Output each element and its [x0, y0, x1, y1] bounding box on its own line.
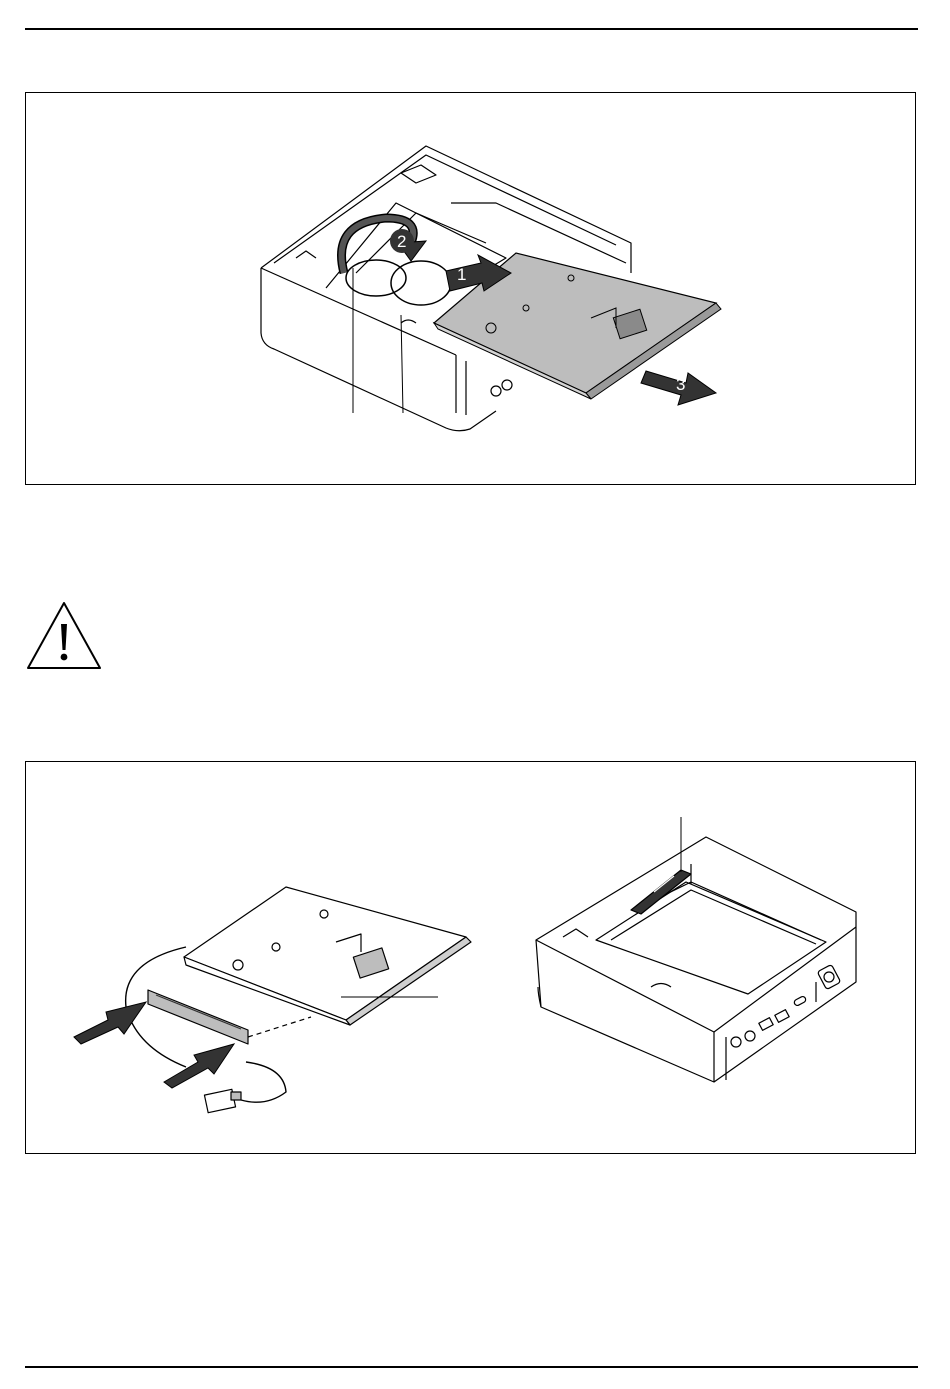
step-1-label: 1: [457, 265, 466, 284]
lever-rotation-arrow: 2: [342, 218, 451, 305]
warning-triangle-icon: [25, 600, 103, 672]
remove-bezel-arrow: [74, 1002, 146, 1044]
figure-remove-drive: 2 1 3: [25, 92, 916, 485]
chassis-empty-bay: [536, 837, 856, 1082]
footer-rule: [25, 1366, 918, 1368]
drive-removal-illustration: 2 1 3: [26, 93, 917, 486]
step-3-label: 3: [676, 375, 685, 394]
pull-arrow-3: 3: [641, 371, 716, 405]
drive-bay-illustration: [26, 762, 917, 1155]
header-rule: [25, 28, 918, 30]
remove-cable-arrow: [164, 1044, 234, 1088]
leader-line: [401, 315, 403, 413]
figure-drive-bay: [25, 761, 916, 1154]
step-2-label: 2: [397, 232, 406, 251]
